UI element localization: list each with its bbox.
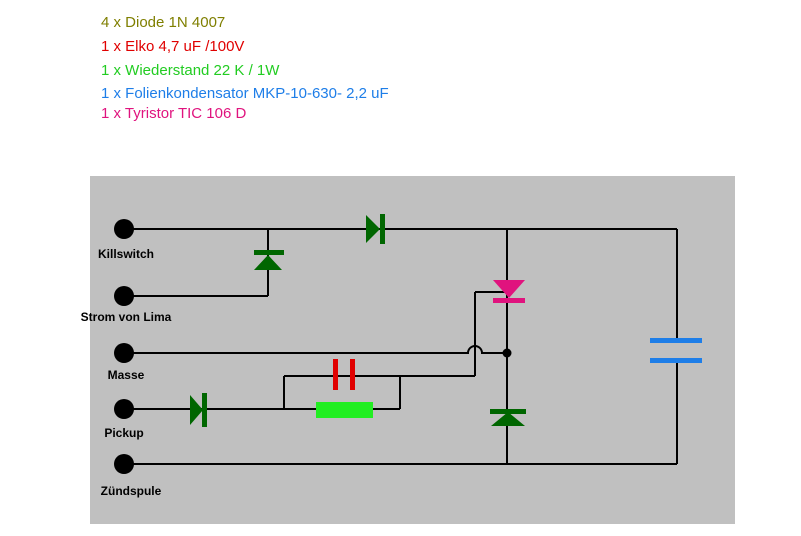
elko-capacitor [333,359,355,390]
terminal-label-strom-von-lima: Strom von Lima [81,310,172,324]
diode-lower-right [490,409,526,426]
terminal-killswitch [114,219,134,239]
parts-item-resistor: 1 x Wiederstand 22 K / 1W [101,62,280,79]
terminal-label-pickup: Pickup [104,426,143,440]
junction-dot [502,348,512,358]
terminal-label-masse: Masse [108,368,145,382]
terminal-zuendspule [114,454,134,474]
parts-item-elko: 1 x Elko 4,7 uF /100V [101,38,245,55]
terminal-label-zuendspule: Zündspule [101,484,162,498]
diode-killswitch-branch [254,250,284,270]
terminal-strom-von-lima [114,286,134,306]
parts-item-thyristor: 1 x Tyristor TIC 106 D [101,105,247,122]
diode-top-rail [366,214,385,244]
thyristor [493,280,525,303]
diode-pickup [190,393,207,427]
terminal-label-killswitch: Killswitch [98,247,154,261]
schematic-panel [90,176,735,524]
terminal-pickup [114,399,134,419]
terminal-masse [114,343,134,363]
resistor [316,402,373,418]
film-capacitor [650,338,702,363]
parts-item-diode: 4 x Diode 1N 4007 [101,14,226,31]
parts-item-film-capacitor: 1 x Folienkondensator MKP-10-630- 2,2 uF [101,85,389,102]
